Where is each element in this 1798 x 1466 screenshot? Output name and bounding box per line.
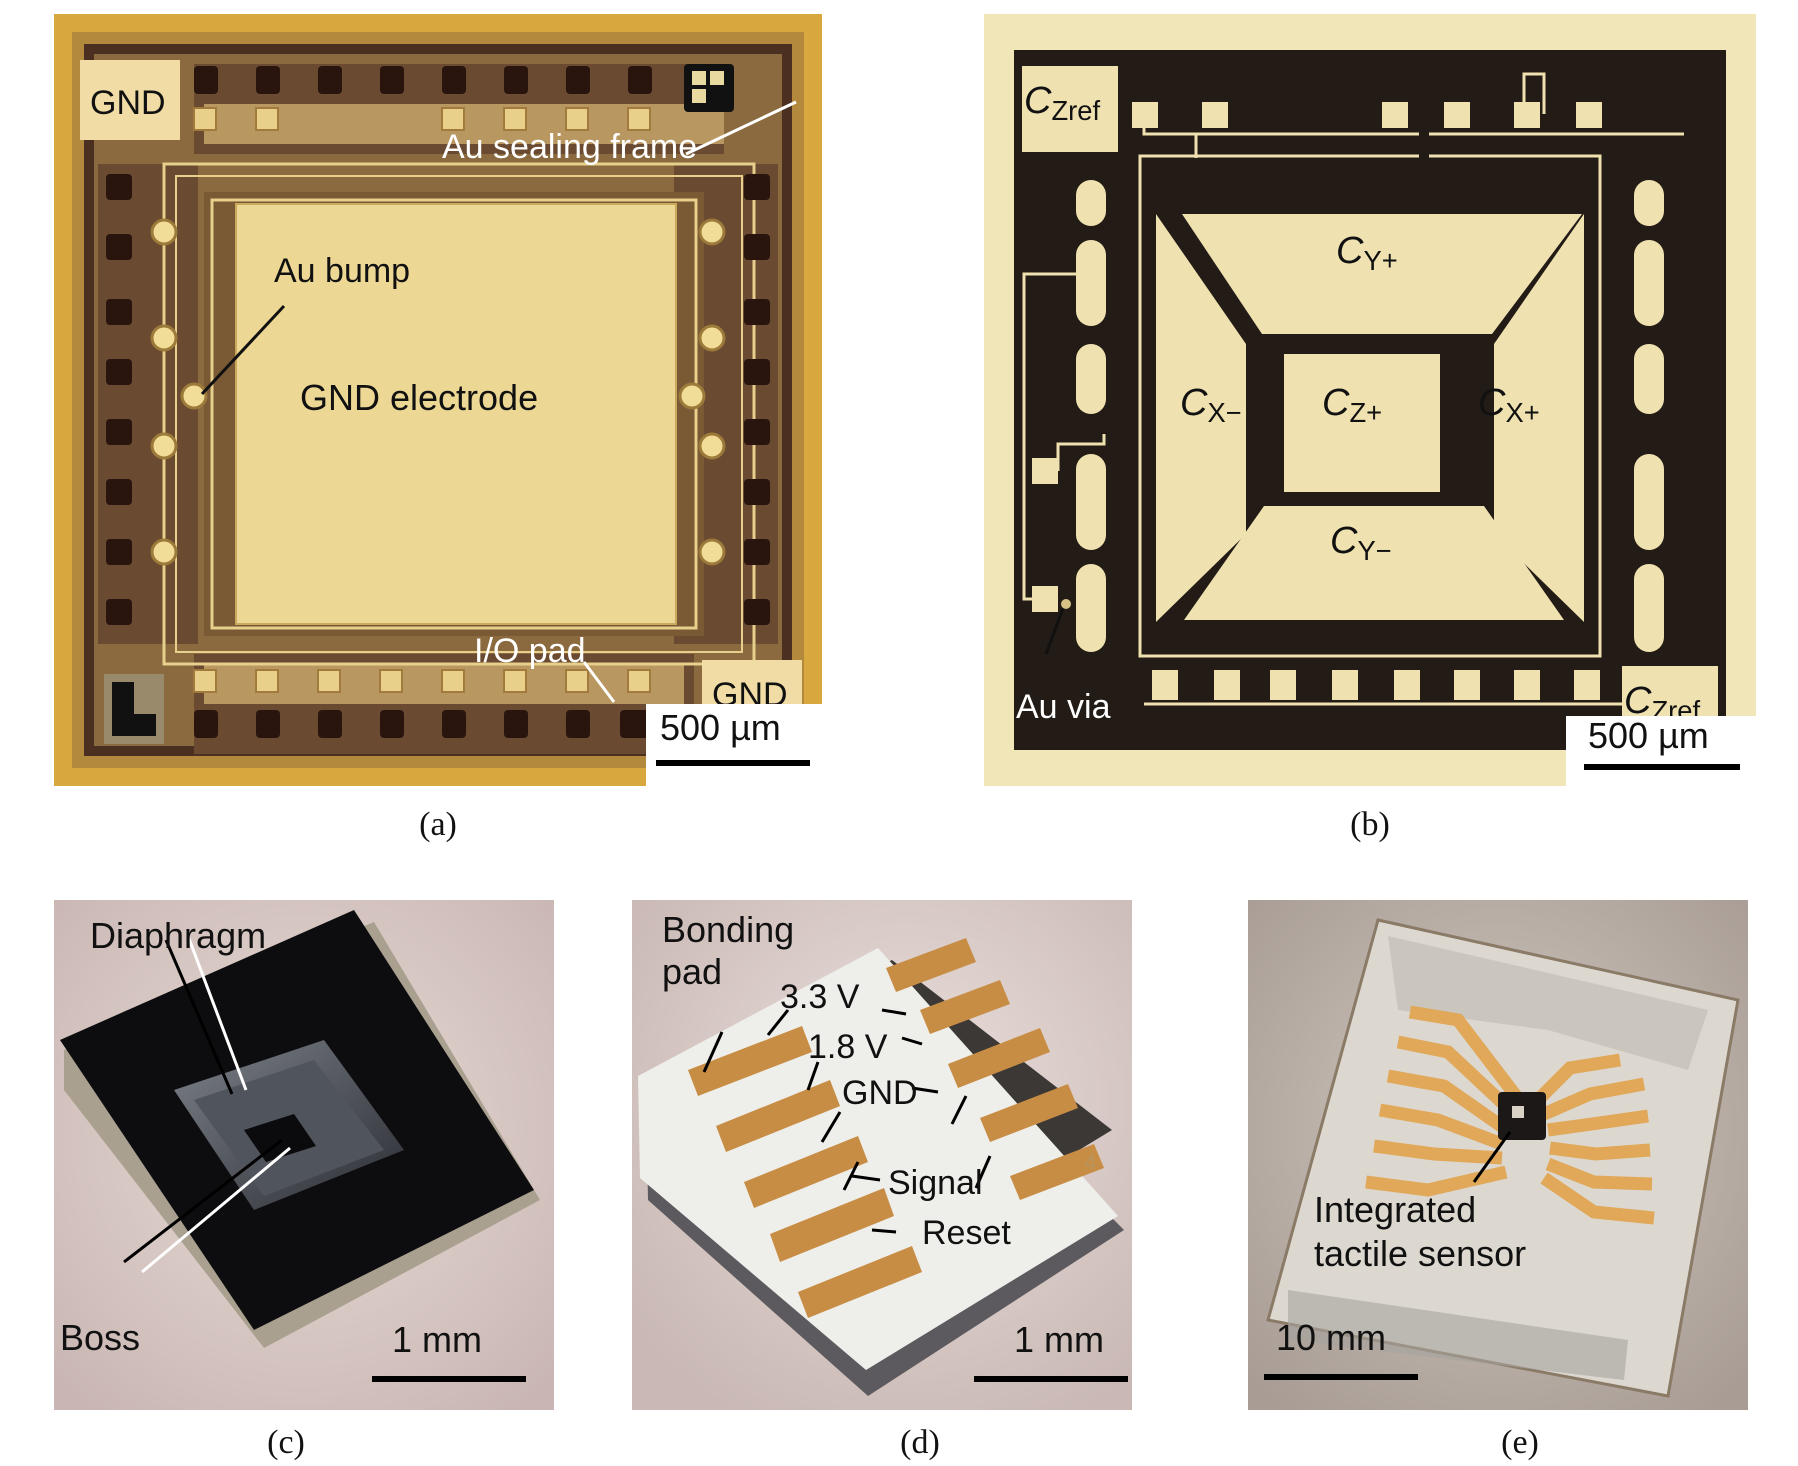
- label-chip-mark: 4: [1084, 1150, 1097, 1175]
- caption-a: (a): [419, 806, 457, 843]
- panel-c-photo: Diaphragm Boss 1 mm: [54, 900, 554, 1410]
- label-gnd-electrode: GND electrode: [300, 377, 539, 418]
- panel-d-board-image: [632, 900, 1132, 1410]
- label-c-x-plus: CX+: [1478, 384, 1540, 426]
- panel-d-photo: Bonding pad 3.3 V 1.8 V GND Signal Reset…: [632, 900, 1132, 1410]
- label-gnd-top-left: GND: [90, 84, 166, 122]
- label-boss: Boss: [60, 1317, 141, 1358]
- c-x-minus-sub: X−: [1207, 396, 1242, 428]
- c-z-plus-sub: Z+: [1349, 396, 1383, 428]
- caption-e: (e): [1501, 1424, 1539, 1461]
- scale-bar-b-text: 500 µm: [1588, 715, 1709, 756]
- panel-a-micrograph: GND Au sealing frame Au bump GND electro…: [54, 14, 822, 786]
- c-zref-top-base: C: [1024, 80, 1052, 122]
- label-c-z-plus: CZ+: [1322, 384, 1382, 426]
- caption-b: (b): [1350, 806, 1390, 843]
- c-z-plus-base: C: [1322, 382, 1350, 424]
- scale-bar-a: 500 µm: [646, 704, 822, 786]
- c-y-plus-sub: Y+: [1363, 244, 1398, 276]
- scale-bar-c-line: [372, 1376, 526, 1382]
- label-c-y-minus: CY−: [1330, 522, 1392, 564]
- scale-bar-e-text: 10 mm: [1276, 1317, 1387, 1358]
- label-bonding-pad-line1: Bonding: [662, 909, 795, 950]
- panel-b-micrograph: CZref CY+ CX− CZ+ CX+ CY− Au via CZref 5…: [984, 14, 1756, 786]
- label-bonding-pad-line2: pad: [662, 951, 723, 992]
- caption-d: (d): [900, 1424, 940, 1461]
- scale-bar-e-line: [1264, 1374, 1418, 1380]
- label-diaphragm: Diaphragm: [90, 915, 267, 956]
- c-y-plus-base: C: [1336, 230, 1364, 272]
- label-au-via: Au via: [1016, 688, 1111, 726]
- c-x-minus-base: C: [1180, 382, 1208, 424]
- label-3-3v: 3.3 V: [780, 978, 860, 1016]
- label-c-y-plus: CY+: [1336, 232, 1398, 274]
- label-1-8v: 1.8 V: [808, 1028, 888, 1066]
- label-reset: Reset: [922, 1214, 1011, 1252]
- label-integrated-line1: Integrated: [1314, 1189, 1477, 1230]
- caption-c: (c): [267, 1424, 305, 1461]
- label-gnd: GND: [842, 1074, 918, 1112]
- panel-a-chip-image: [54, 14, 822, 786]
- label-au-sealing-frame: Au sealing frame: [442, 128, 698, 166]
- label-c-zref-top: CZref: [1024, 82, 1100, 124]
- scale-bar-b: 500 µm: [1566, 716, 1756, 786]
- panel-e-substrate-image: [1248, 900, 1748, 1410]
- label-signal: Signal: [888, 1164, 983, 1202]
- panel-c-chip-image: [54, 900, 554, 1410]
- label-integrated-line2: tactile sensor: [1314, 1233, 1527, 1274]
- c-y-minus-base: C: [1330, 520, 1358, 562]
- panel-e-photo: Integrated tactile sensor 10 mm: [1248, 900, 1748, 1410]
- label-au-bump: Au bump: [274, 252, 411, 290]
- scale-bar-d-text: 1 mm: [1014, 1319, 1104, 1360]
- scale-bar-b-line: [1584, 764, 1740, 770]
- c-zref-top-sub: Zref: [1051, 94, 1101, 126]
- scale-bar-d-line: [974, 1376, 1128, 1382]
- label-io-pad: I/O pad: [474, 632, 586, 670]
- c-x-plus-sub: X+: [1505, 396, 1540, 428]
- scale-bar-a-text: 500 µm: [660, 707, 781, 748]
- c-y-minus-sub: Y−: [1357, 534, 1392, 566]
- panel-b-chip-image: [984, 14, 1756, 786]
- c-zref-bottom-base: C: [1624, 680, 1652, 722]
- label-c-x-minus: CX−: [1180, 384, 1242, 426]
- c-x-plus-base: C: [1478, 382, 1506, 424]
- scale-bar-c-text: 1 mm: [392, 1319, 482, 1360]
- scale-bar-a-line: [656, 760, 810, 766]
